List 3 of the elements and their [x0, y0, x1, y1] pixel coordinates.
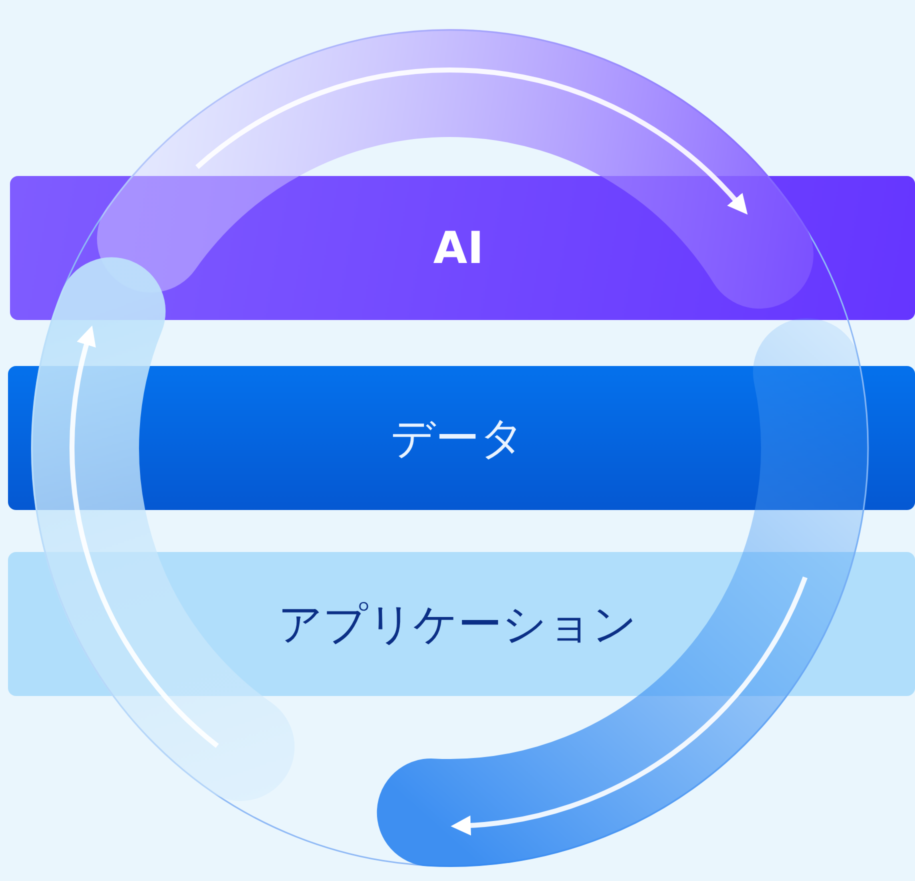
layer-label: データ — [390, 412, 524, 466]
layer-label: アプリケーション — [278, 598, 637, 652]
layer-label: AI — [433, 222, 484, 274]
